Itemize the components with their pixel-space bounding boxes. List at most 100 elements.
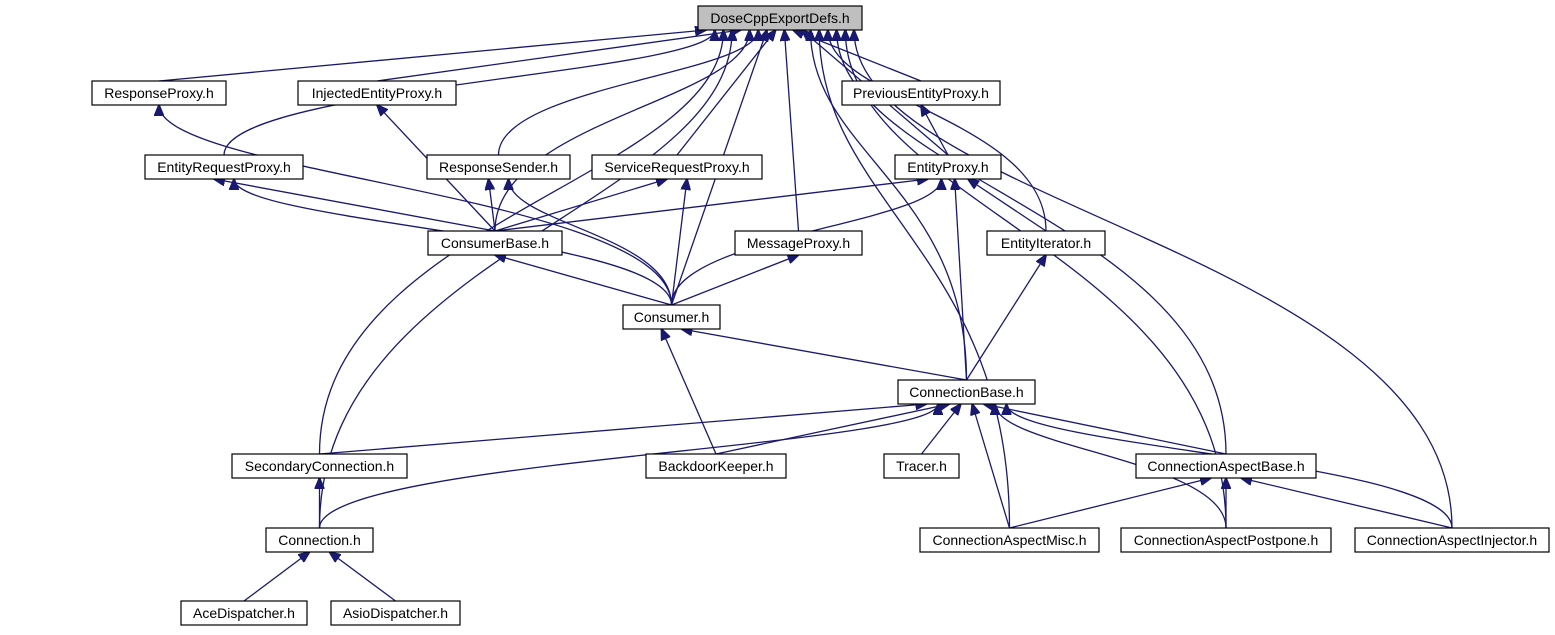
edge-acedisp-to-connection: [243, 552, 310, 602]
node-box[interactable]: [894, 154, 1002, 180]
node-label: DoseCppExportDefs.h: [710, 10, 849, 26]
node-label: Tracer.h: [896, 458, 947, 474]
edge-asppost-to-connbase: [995, 404, 1227, 529]
node-connection[interactable]: Connection.h: [265, 527, 374, 553]
edge-aspmisc-to-root: [819, 30, 1011, 529]
node-entreqproxy[interactable]: EntityRequestProxy.h: [144, 154, 304, 180]
edge-consumer-to-respsender: [509, 179, 673, 306]
node-box[interactable]: [330, 600, 461, 626]
node-box[interactable]: [697, 5, 863, 31]
edge-consbase-to-svcreqproxy: [494, 179, 667, 232]
node-label: ConnectionBase.h: [909, 384, 1023, 400]
node-entproxy[interactable]: EntityProxy.h: [894, 154, 1002, 180]
node-box[interactable]: [1120, 527, 1332, 553]
node-label: ResponseProxy.h: [104, 85, 213, 101]
node-label: ConnectionAspectInjector.h: [1367, 532, 1537, 548]
edge-connbase-to-consumer: [682, 329, 967, 381]
node-aspinj[interactable]: ConnectionAspectInjector.h: [1354, 527, 1550, 553]
edge-entreqproxy-to-root: [223, 30, 715, 156]
edge-consumer-to-msgproxy: [671, 255, 799, 306]
node-box[interactable]: [645, 453, 787, 479]
edge-entproxy-to-prevproxy: [921, 105, 949, 156]
node-label: ConnectionAspectBase.h: [1147, 458, 1304, 474]
node-asiodisp[interactable]: AsioDispatcher.h: [330, 600, 461, 626]
node-label: PreviousEntityProxy.h: [853, 85, 989, 101]
node-tracer[interactable]: Tracer.h: [883, 453, 960, 479]
node-aspbase[interactable]: ConnectionAspectBase.h: [1135, 453, 1317, 479]
edge-entiter-to-entproxy: [968, 179, 1047, 232]
edge-consumer-to-consbase: [495, 255, 672, 306]
node-box[interactable]: [265, 527, 374, 553]
edge-consbase-to-entproxy: [494, 179, 928, 232]
node-label: ConnectionAspectMisc.h: [932, 532, 1086, 548]
node-backdoor[interactable]: BackdoorKeeper.h: [645, 453, 787, 479]
node-box[interactable]: [919, 527, 1100, 553]
node-box[interactable]: [591, 154, 763, 180]
node-box[interactable]: [426, 154, 571, 180]
node-box[interactable]: [841, 80, 1001, 106]
node-respproxy[interactable]: ResponseProxy.h: [91, 80, 227, 106]
edge-connection-to-connbase: [318, 404, 938, 529]
node-box[interactable]: [986, 230, 1106, 256]
node-box[interactable]: [180, 600, 308, 626]
node-label: ConsumerBase.h: [441, 235, 549, 251]
node-label: EntityProxy.h: [907, 159, 988, 175]
edge-connbase-to-entproxy: [955, 179, 968, 381]
edge-consbase-to-entreqproxy: [214, 179, 496, 232]
edge-tracer-to-connbase: [920, 404, 961, 455]
edge-backdoor-to-connbase: [715, 404, 949, 455]
node-consbase[interactable]: ConsumerBase.h: [427, 230, 563, 256]
node-box[interactable]: [897, 379, 1036, 405]
node-consumer[interactable]: Consumer.h: [622, 304, 721, 330]
node-label: Connection.h: [278, 532, 361, 548]
edge-entiter-to-root: [828, 30, 1047, 232]
edge-injproxy-to-root: [376, 30, 741, 82]
node-label: EntityIterator.h: [1001, 235, 1091, 251]
edge-aspmisc-to-connbase: [972, 404, 1011, 529]
edges: [158, 30, 1453, 602]
node-respsender[interactable]: ResponseSender.h: [426, 154, 571, 180]
node-box[interactable]: [883, 453, 960, 479]
node-box[interactable]: [622, 304, 721, 330]
node-root[interactable]: DoseCppExportDefs.h: [697, 5, 863, 31]
node-prevproxy[interactable]: PreviousEntityProxy.h: [841, 80, 1001, 106]
node-acedisp[interactable]: AceDispatcher.h: [180, 600, 308, 626]
node-svcreqproxy[interactable]: ServiceRequestProxy.h: [591, 154, 763, 180]
edge-respsender-to-root: [497, 30, 759, 156]
node-box[interactable]: [1135, 453, 1317, 479]
edge-connbase-to-root: [810, 30, 968, 381]
edge-consumer-to-svcreqproxy: [670, 179, 688, 306]
edge-connbase-to-entiter: [965, 255, 1047, 381]
edge-secconn-to-connbase: [319, 404, 927, 455]
node-msgproxy[interactable]: MessageProxy.h: [734, 230, 863, 256]
node-box[interactable]: [144, 154, 304, 180]
node-box[interactable]: [231, 453, 408, 479]
node-label: ResponseSender.h: [439, 159, 558, 175]
edge-aspbase-to-connbase: [984, 404, 1227, 455]
node-entiter[interactable]: EntityIterator.h: [986, 230, 1106, 256]
node-connbase[interactable]: ConnectionBase.h: [897, 379, 1036, 405]
node-secconn[interactable]: SecondaryConnection.h: [231, 453, 408, 479]
node-box[interactable]: [734, 230, 863, 256]
node-label: EntityRequestProxy.h: [157, 159, 291, 175]
edge-consumer-to-respproxy: [159, 105, 673, 306]
node-box[interactable]: [91, 80, 227, 106]
node-label: AceDispatcher.h: [193, 605, 295, 621]
node-label: MessageProxy.h: [747, 235, 850, 251]
edge-prevproxy-to-root: [793, 30, 922, 82]
node-label: InjectedEntityProxy.h: [312, 85, 442, 101]
node-aspmisc[interactable]: ConnectionAspectMisc.h: [919, 527, 1100, 553]
node-asppost[interactable]: ConnectionAspectPostpone.h: [1120, 527, 1332, 553]
edge-consbase-to-respsender: [489, 179, 496, 232]
edge-asiodisp-to-connection: [330, 552, 396, 602]
node-box[interactable]: [297, 80, 457, 106]
edge-secconn-to-root: [318, 30, 724, 455]
node-label: ConnectionAspectPostpone.h: [1134, 532, 1318, 548]
node-injproxy[interactable]: InjectedEntityProxy.h: [297, 80, 457, 106]
node-box[interactable]: [427, 230, 563, 256]
edge-respproxy-to-root: [158, 30, 706, 82]
node-box[interactable]: [1354, 527, 1550, 553]
edge-backdoor-to-consumer: [662, 329, 717, 455]
